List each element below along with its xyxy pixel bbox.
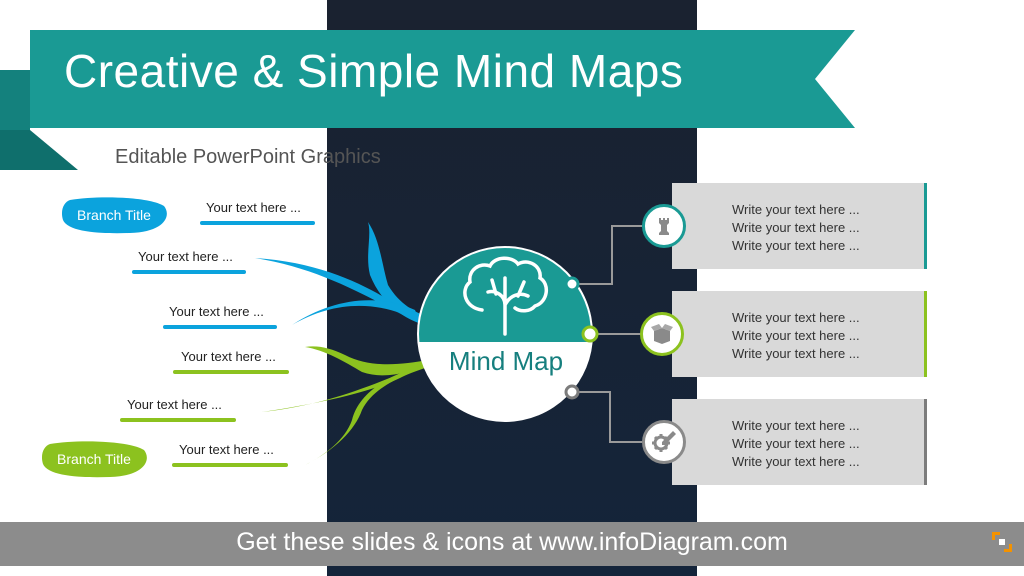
footer-link-text[interactable]: Get these slides & icons at www.infoDiag… <box>236 528 788 556</box>
text-card-2: Write your text here ... Write your text… <box>672 291 927 377</box>
card-line: Write your text here ... <box>732 454 860 469</box>
green-branch-stroke-3 <box>305 365 425 465</box>
leaf-text-3: Your text here ... <box>169 304 264 319</box>
leaf-text-4: Your text here ... <box>181 349 276 364</box>
branch-title-green: Branch Title <box>40 440 148 478</box>
branch-title-label: Branch Title <box>57 451 131 467</box>
brain-tree-icon <box>463 256 548 336</box>
chess-rook-icon <box>659 218 669 235</box>
card-accent-bar <box>924 183 927 269</box>
card-line: Write your text here ... <box>732 328 860 343</box>
leaf-text-1: Your text here ... <box>206 200 301 215</box>
text-card-1: Write your text here ... Write your text… <box>672 183 927 269</box>
card-line: Write your text here ... <box>732 202 860 217</box>
icon-circle-3 <box>642 420 686 464</box>
leaf-text-5: Your text here ... <box>127 397 222 412</box>
card-line: Write your text here ... <box>732 220 860 235</box>
leaf-underline-1 <box>200 221 315 225</box>
card-accent-bar <box>924 399 927 485</box>
icon-circle-2 <box>640 312 684 356</box>
open-box-icon <box>651 324 673 344</box>
connector-top <box>572 225 642 285</box>
text-card-3: Write your text here ... Write your text… <box>672 399 927 485</box>
card-line: Write your text here ... <box>732 238 860 253</box>
blue-branch-stroke-3 <box>292 300 420 325</box>
leaf-text-2: Your text here ... <box>138 249 233 264</box>
infodiagram-logo-icon[interactable] <box>990 530 1014 554</box>
connector-dot-top <box>564 276 580 292</box>
leaf-underline-3 <box>163 325 277 329</box>
card-line: Write your text here ... <box>732 346 860 361</box>
center-label: Mind Map <box>448 346 564 376</box>
footer-bar <box>0 522 1024 566</box>
leaf-underline-2 <box>132 270 246 274</box>
leaf-underline-5 <box>120 418 236 422</box>
branch-title-blue: Branch Title <box>60 196 168 234</box>
leaf-underline-6 <box>172 463 288 467</box>
page-subtitle: Editable PowerPoint Graphics <box>115 146 381 168</box>
connector-dot-bottom <box>564 384 580 400</box>
leaf-text-6: Your text here ... <box>179 442 274 457</box>
leaf-underline-4 <box>173 370 289 374</box>
gear-pencil-icon <box>652 431 676 452</box>
branch-title-label: Branch Title <box>77 207 151 223</box>
card-accent-bar <box>924 291 927 377</box>
connector-dot-middle <box>581 325 599 343</box>
icon-circle-1 <box>642 204 686 248</box>
card-line: Write your text here ... <box>732 310 860 325</box>
green-branch-stroke <box>305 346 428 376</box>
page-title: Creative & Simple Mind Maps <box>64 45 684 97</box>
connector-bottom <box>572 391 642 443</box>
ribbon-fold <box>0 70 78 170</box>
card-line: Write your text here ... <box>732 418 860 433</box>
title-ribbon <box>30 30 855 128</box>
card-line: Write your text here ... <box>732 436 860 451</box>
blue-branch-stroke-2 <box>255 258 428 326</box>
